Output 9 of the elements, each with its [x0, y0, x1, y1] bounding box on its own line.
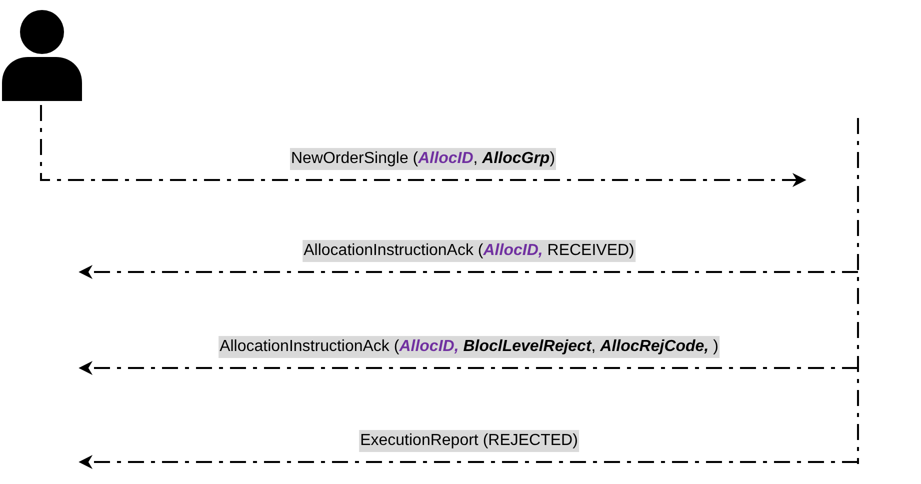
lifeline	[856, 118, 860, 464]
edge-label: NewOrderSingle (AllocID, AllocGrp)	[290, 148, 556, 170]
arrow	[78, 361, 858, 375]
arrow	[78, 265, 858, 279]
edge-label: ExecutionReport (REJECTED)	[359, 430, 579, 452]
edge-label: AllocationInstructionAck (AllocID, RECEIVED)	[302, 240, 636, 262]
arrow	[78, 455, 858, 469]
arrow	[40, 105, 806, 187]
edge-label: AllocationInstructionAck (AllocID, BloclLevelReject, AllocRejCode, )	[218, 336, 720, 358]
